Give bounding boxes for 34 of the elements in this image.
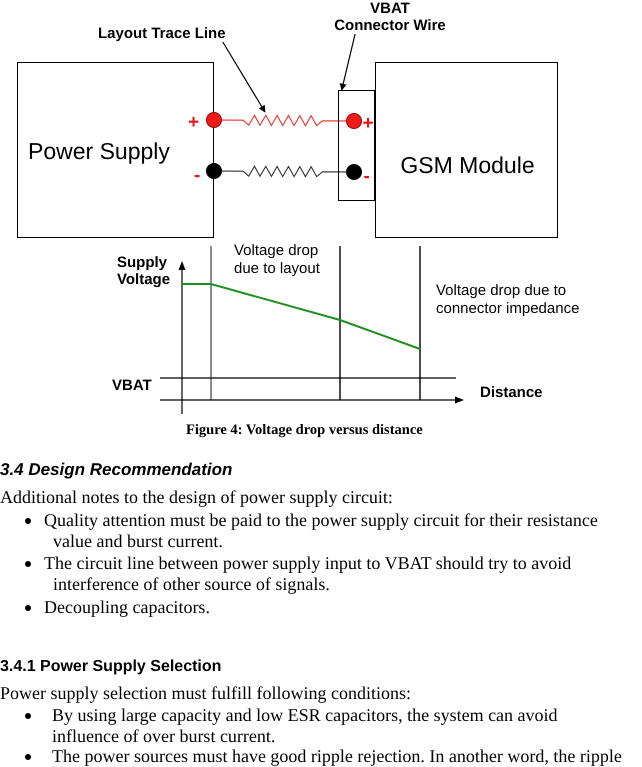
- paragraph: Additional notes to the design of power supply circuit:: [0, 487, 393, 508]
- axis-label: Supply Voltage: [117, 254, 172, 288]
- section-heading: 3.4.1 Power Supply Selection: [0, 657, 222, 677]
- figure-caption: Figure 4: Voltage drop versus distance: [186, 421, 423, 439]
- terminal-icon: [206, 163, 222, 179]
- list-item: Decoupling capacitors.: [44, 597, 211, 618]
- leader-line: [340, 34, 356, 91]
- polarity-sign: -: [364, 166, 370, 188]
- section-heading: 3.4 Design Recommendation: [0, 460, 232, 480]
- leader-line: [222, 42, 266, 113]
- terminal-icon: [206, 112, 222, 128]
- callout-label: VBAT Connector Wire: [331, 0, 449, 34]
- trace-resistor: [222, 165, 346, 178]
- block-label: Power Supply: [28, 138, 171, 164]
- connector-box: [338, 90, 375, 201]
- polarity-sign: +: [188, 112, 200, 134]
- module-block: [375, 62, 558, 238]
- annotation-text: Voltage drop due to connector impedance: [436, 282, 580, 318]
- trace-resistor: [222, 114, 346, 127]
- reference-label: VBAT: [112, 377, 152, 394]
- list-item: Quality attention must be paid to the power supply circuit for their resistance value and burst current.: [44, 510, 599, 552]
- paragraph: Power supply selection must fulfill following conditions:: [0, 683, 411, 704]
- list-item: The circuit line between power supply input to VBAT should try to avoid interference of other source of signals.: [44, 553, 572, 595]
- polarity-sign: +: [362, 113, 374, 135]
- terminal-icon: [346, 164, 362, 180]
- annotation-text: Voltage drop due to layout: [234, 242, 321, 278]
- polarity-sign: -: [194, 165, 200, 187]
- terminal-icon: [346, 113, 362, 129]
- callout-label: Layout Trace Line: [98, 25, 226, 42]
- axis-label: Distance: [480, 384, 543, 401]
- power-supply-block: [17, 62, 214, 238]
- list-item: By using large capacity and low ESR capacitors, the system can avoid influence of over burst current.: [52, 705, 559, 747]
- list-item: The power sources must have good ripple rejection. In another word, the ripple: [52, 747, 623, 766]
- block-label: GSM Module: [399, 152, 536, 178]
